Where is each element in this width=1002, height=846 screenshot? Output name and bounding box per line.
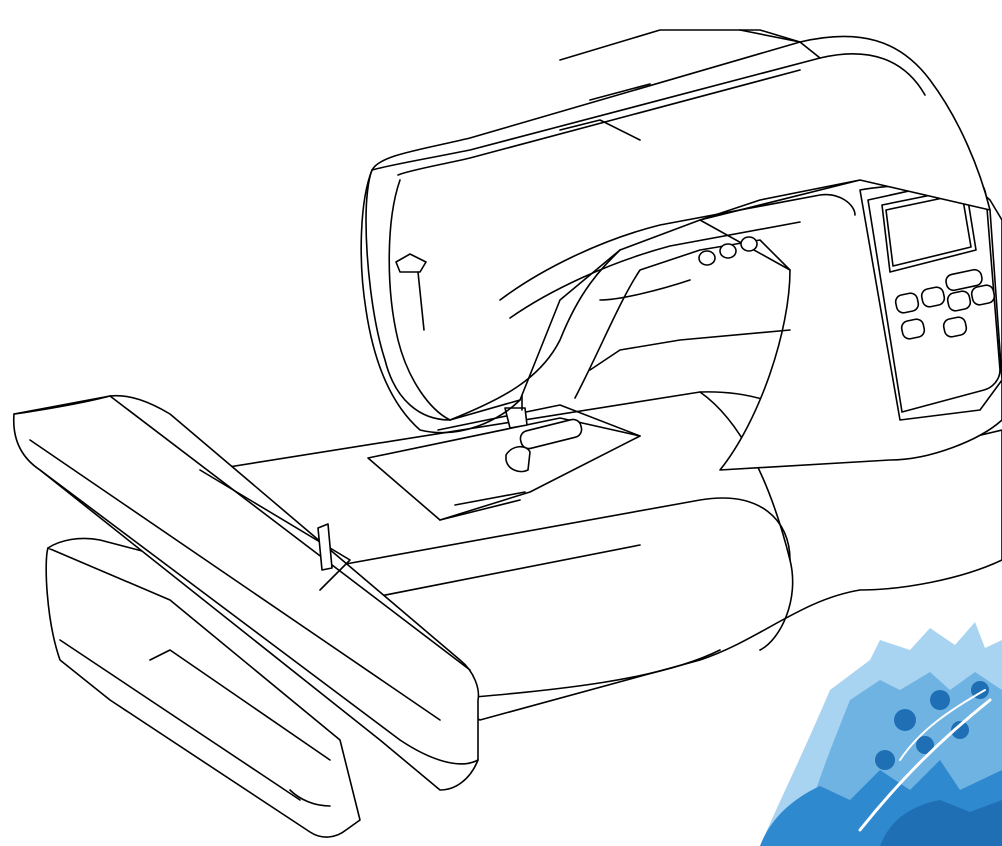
- embroidery-motif: [760, 622, 1002, 846]
- machine-head: [360, 29, 991, 434]
- embroidery-arm: [12, 394, 480, 791]
- panel-button: [920, 286, 946, 308]
- panel-button: [942, 316, 968, 338]
- control-panel-buttons: [894, 268, 996, 340]
- panel-button: [894, 292, 920, 314]
- head-buttons: [698, 236, 758, 266]
- needle-position-button: [740, 236, 758, 252]
- reverse-button: [719, 243, 737, 259]
- panel-button: [900, 318, 926, 340]
- panel-button: [946, 290, 972, 312]
- lcd-screen: [881, 187, 977, 273]
- start-stop-button: [698, 250, 716, 266]
- needle-plate: [367, 404, 641, 521]
- panel-button: [945, 268, 983, 292]
- panel-button: [970, 284, 996, 306]
